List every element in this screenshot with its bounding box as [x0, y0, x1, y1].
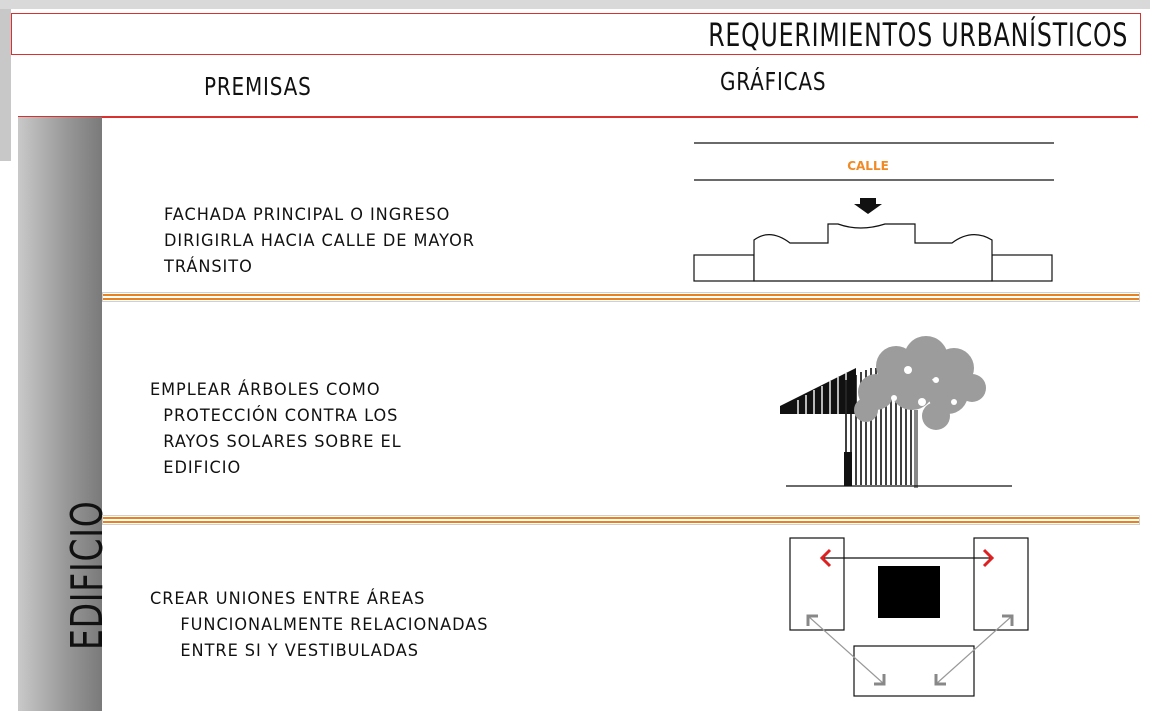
premise-2-line: PROTECCIÓN CONTRA LOS: [163, 406, 399, 426]
premise-1: FACHADA PRINCIPAL O INGRESO DIRIGIRLA HA…: [164, 202, 475, 280]
header-premisas: PREMISAS: [204, 72, 312, 101]
premise-3-line: ENTRE SI Y VESTIBULADAS: [180, 641, 420, 661]
graphic-tree-shading: [780, 336, 1012, 488]
street-label: CALLE: [847, 159, 889, 173]
top-strip: [0, 0, 1150, 9]
premise-2-line: RAYOS SOLARES SOBRE EL: [163, 432, 402, 452]
premise-1-line: FACHADA PRINCIPAL O INGRESO: [164, 205, 451, 225]
header-divider: [18, 116, 1138, 118]
premise-3-line: CREAR UNIONES ENTRE ÁREAS: [150, 589, 426, 609]
left-strip: [0, 9, 11, 161]
header-graficas: GRÁFICAS: [720, 67, 827, 96]
premise-3: CREAR UNIONES ENTRE ÁREAS FUNCIONALMENTE…: [150, 586, 488, 664]
page-title: REQUERIMIENTOS URBANÍSTICOS: [707, 16, 1128, 54]
premise-2-line: EDIFICIO: [163, 458, 242, 478]
premise-2-line: EMPLEAR ÁRBOLES COMO: [150, 380, 381, 400]
premise-1-line: TRÁNSITO: [164, 257, 253, 277]
graphic-street-facade: CALLE: [693, 142, 1054, 282]
premise-1-line: DIRIGIRLA HACIA CALLE DE MAYOR: [164, 231, 475, 251]
graphic-connections: [789, 537, 1029, 697]
premise-3-line: FUNCIONALMENTE RELACIONADAS: [180, 615, 489, 635]
title-box: REQUERIMIENTOS URBANÍSTICOS: [11, 13, 1141, 55]
row-separator: [102, 292, 1140, 302]
row-separator: [102, 515, 1140, 525]
sidebar: [18, 117, 102, 711]
premise-2: EMPLEAR ÁRBOLES COMO PROTECCIÓN CONTRA L…: [150, 377, 402, 481]
